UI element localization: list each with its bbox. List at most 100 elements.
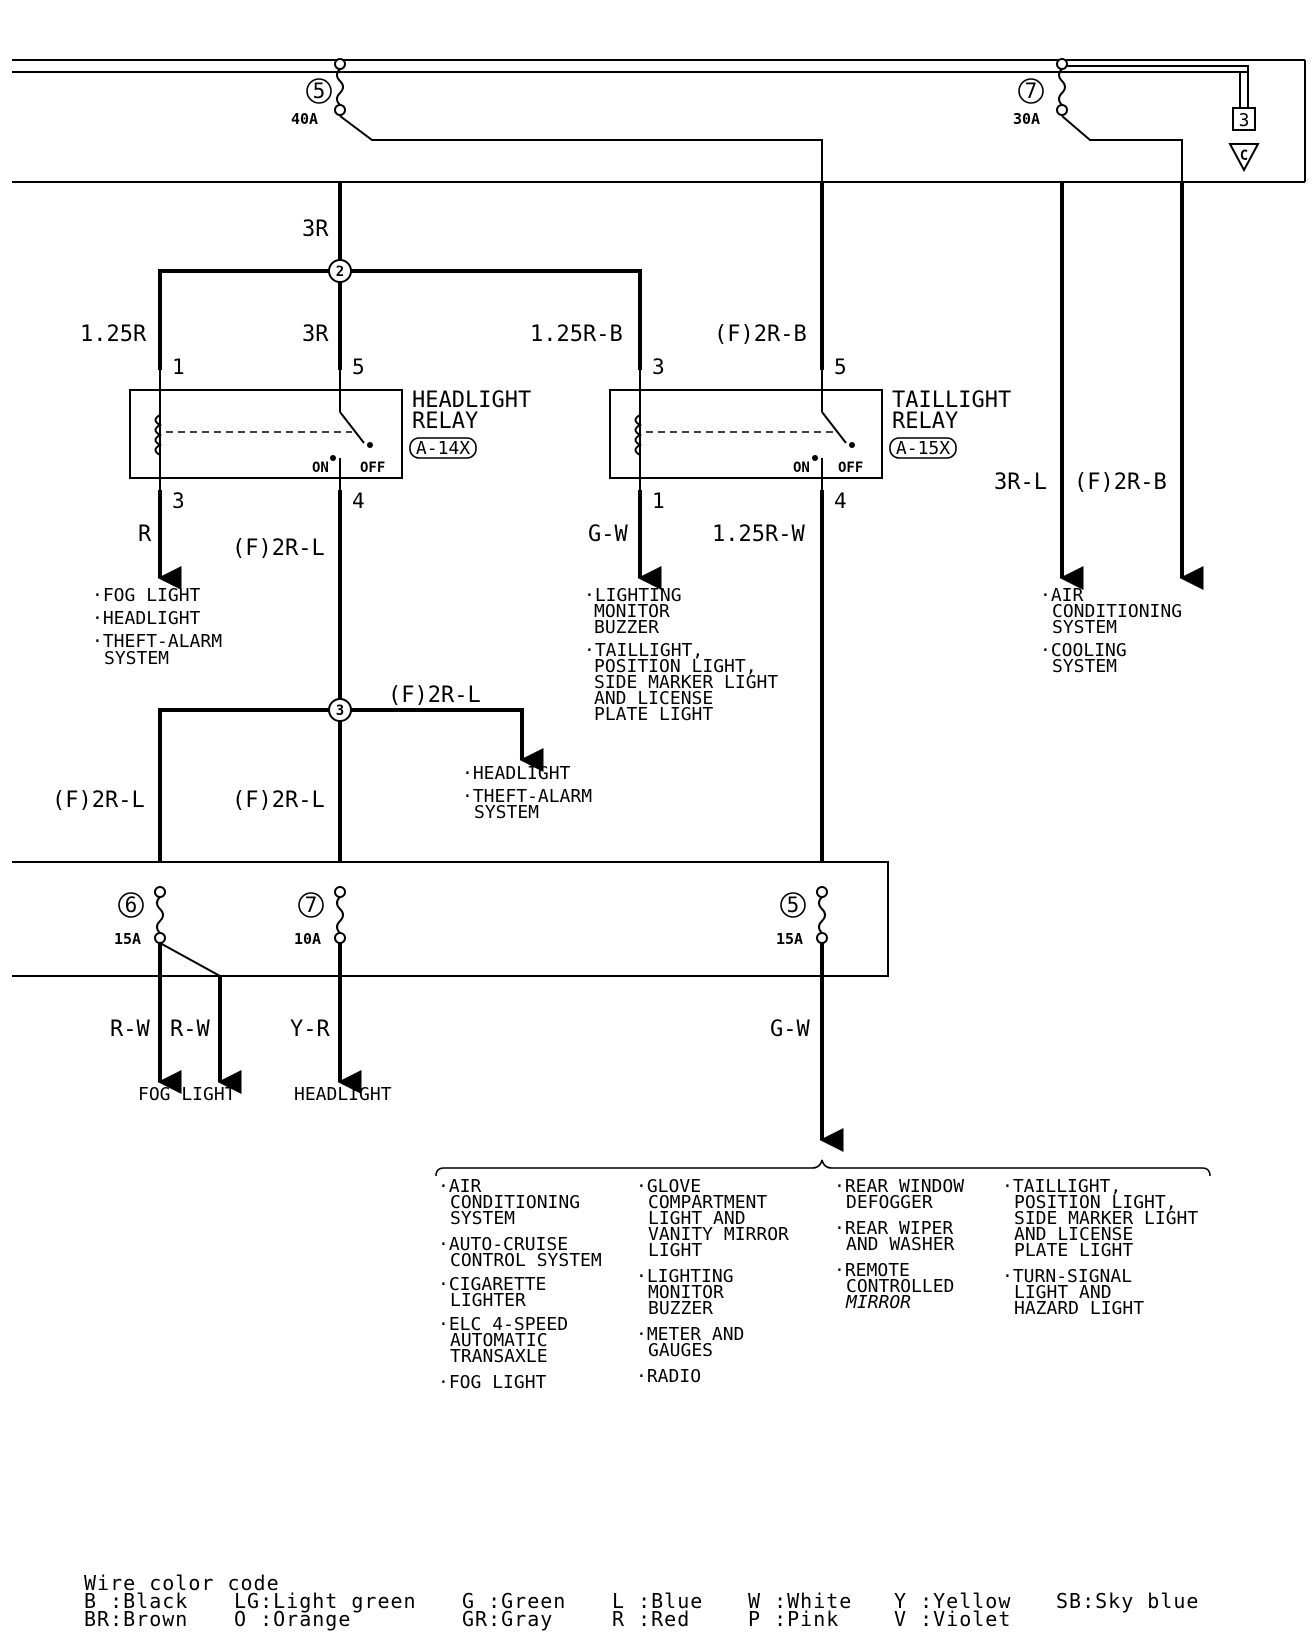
- svg-text:CONTROLLED: CONTROLLED: [846, 1276, 954, 1297]
- svg-text:BR:Brown: BR:Brown: [84, 1607, 188, 1631]
- svg-text:2: 2: [336, 264, 344, 280]
- relay-pin: 5: [352, 355, 365, 379]
- svg-text:GAUGES: GAUGES: [648, 1340, 713, 1361]
- svg-text:·REAR WIPER: ·REAR WIPER: [834, 1218, 953, 1239]
- fuse-number: 6: [125, 893, 138, 917]
- wire-label-j3-mid: (F)2R-L: [232, 788, 325, 813]
- wire-label-f-2r-l: (F)2R-L: [232, 536, 325, 561]
- relay-pin: 3: [652, 355, 665, 379]
- svg-text:MIRROR: MIRROR: [845, 1292, 911, 1313]
- fuse-number: 5: [787, 893, 800, 917]
- fuse-number: 5: [313, 79, 326, 103]
- svg-text:LIGHT AND: LIGHT AND: [648, 1208, 746, 1229]
- svg-text:SIDE MARKER LIGHT: SIDE MARKER LIGHT: [1014, 1208, 1198, 1229]
- brace: [435, 1159, 1211, 1177]
- svg-text:VANITY MIRROR: VANITY MIRROR: [648, 1224, 789, 1245]
- svg-text:TRANSAXLE: TRANSAXLE: [450, 1346, 548, 1367]
- relay-pin: 4: [352, 489, 365, 513]
- svg-text:GR:Gray: GR:Gray: [462, 1607, 553, 1631]
- dest-label: ·HEADLIGHT: [92, 608, 201, 629]
- svg-text:V :Violet: V :Violet: [894, 1607, 1011, 1631]
- wire-label-1.25r: 1.25R: [80, 322, 147, 347]
- relay-pin: 4: [834, 489, 847, 513]
- relay-name: HEADLIGHT: [412, 388, 531, 413]
- dest-label: ·COOLING: [1040, 640, 1127, 661]
- wire-label-f-2r-b-right: (F)2R-B: [1074, 470, 1167, 495]
- junction-3: 3: [328, 698, 352, 722]
- relay-code: A-15X: [896, 438, 950, 459]
- relay-name: RELAY: [412, 409, 478, 434]
- svg-text:PLATE LIGHT: PLATE LIGHT: [1014, 1240, 1133, 1261]
- svg-text:·METER AND: ·METER AND: [636, 1324, 744, 1345]
- svg-text:MONITOR: MONITOR: [648, 1282, 724, 1303]
- headlight-relay: ON OFF 1 5 3 4 HEADLIGHT RELAY A-14X: [129, 355, 531, 513]
- fuse-rating: 10A: [294, 930, 321, 948]
- dest-label: BUZZER: [594, 617, 659, 638]
- svg-text:·AIR: ·AIR: [438, 1176, 482, 1197]
- wire-label-g-w: G-W: [588, 522, 628, 547]
- svg-text:·FOG LIGHT: ·FOG LIGHT: [438, 1372, 547, 1393]
- wire-label-f-2r-b: (F)2R-B: [714, 322, 807, 347]
- svg-text:POSITION LIGHT,: POSITION LIGHT,: [1014, 1192, 1177, 1213]
- dest-label: ·HEADLIGHT: [462, 763, 571, 784]
- wire-label-r-w: R-W: [110, 1017, 150, 1042]
- svg-text:·ELC 4-SPEED: ·ELC 4-SPEED: [438, 1314, 568, 1335]
- dest-headlight: HEADLIGHT: [294, 1084, 392, 1105]
- svg-text:·AUTO-CRUISE: ·AUTO-CRUISE: [438, 1234, 568, 1255]
- wire-color-legend: Wire color code B :Black BR:Brown LG:Lig…: [84, 1571, 1199, 1631]
- dest-label: SYSTEM: [474, 802, 539, 823]
- wire-label-3r: 3R: [302, 217, 329, 242]
- fusible-link-5: 5 40A: [291, 58, 346, 128]
- dest-label: MONITOR: [594, 601, 670, 622]
- wire-label-g-w-out: G-W: [770, 1017, 810, 1042]
- fuse-6: 6 15A: [114, 886, 166, 948]
- relay-pin: 1: [652, 489, 665, 513]
- svg-text:LG:Light green: LG:Light green: [234, 1589, 417, 1613]
- fuse-rating: 15A: [776, 930, 803, 948]
- svg-text:LIGHT AND: LIGHT AND: [1014, 1282, 1112, 1303]
- relay-pin: 1: [172, 355, 185, 379]
- wire-label-3r-relay: 3R: [302, 322, 329, 347]
- wire-label-1.25r-w: 1.25R-W: [712, 522, 805, 547]
- svg-text:LIGHT: LIGHT: [648, 1240, 702, 1261]
- dest-label: ·FOG LIGHT: [92, 585, 201, 606]
- wire-label-y-r: Y-R: [290, 1017, 330, 1042]
- dest-label: ·LIGHTING: [584, 585, 682, 606]
- svg-text:·TURN-SIGNAL: ·TURN-SIGNAL: [1002, 1266, 1132, 1287]
- svg-text:·TAILLIGHT,: ·TAILLIGHT,: [1002, 1176, 1121, 1197]
- svg-text:Y :Yellow: Y :Yellow: [894, 1589, 1011, 1613]
- svg-text:SB:Sky blue: SB:Sky blue: [1056, 1589, 1199, 1613]
- svg-text:LIGHTER: LIGHTER: [450, 1290, 526, 1311]
- dest-label: AND LICENSE: [594, 688, 713, 709]
- svg-text:AND LICENSE: AND LICENSE: [1014, 1224, 1133, 1245]
- wire-label-j3-branch: (F)2R-L: [388, 683, 481, 708]
- dest-label: SYSTEM: [1052, 656, 1117, 677]
- dest-label: POSITION LIGHT,: [594, 656, 757, 677]
- svg-text:W :White: W :White: [748, 1589, 852, 1613]
- relay-pin: 3: [172, 489, 185, 513]
- svg-text:HAZARD LIGHT: HAZARD LIGHT: [1014, 1298, 1144, 1319]
- relay-pin: 5: [834, 355, 847, 379]
- fuse-rating: 40A: [291, 110, 318, 128]
- dest-label: ·THEFT-ALARM: [92, 631, 222, 652]
- svg-text:B :Black: B :Black: [84, 1589, 188, 1613]
- svg-text:CONTROL SYSTEM: CONTROL SYSTEM: [450, 1250, 602, 1271]
- svg-text:·REAR WINDOW: ·REAR WINDOW: [834, 1176, 964, 1197]
- svg-text:3: 3: [336, 703, 344, 719]
- svg-text:L :Blue: L :Blue: [612, 1589, 703, 1613]
- dest-label: PLATE LIGHT: [594, 704, 713, 725]
- dest-label: ·THEFT-ALARM: [462, 786, 592, 807]
- svg-text:·REMOTE: ·REMOTE: [834, 1260, 910, 1281]
- connector-3: 3 C: [1228, 107, 1260, 173]
- svg-text:O :Orange: O :Orange: [234, 1607, 351, 1631]
- wire-label-1.25r-b: 1.25R-B: [530, 322, 623, 347]
- wire-label-r-w: R-W: [170, 1017, 210, 1042]
- dest-label: SIDE MARKER LIGHT: [594, 672, 778, 693]
- dest-label: SYSTEM: [1052, 617, 1117, 638]
- relay-code: A-14X: [416, 438, 470, 459]
- dest-label: SYSTEM: [104, 648, 169, 669]
- svg-text:·RADIO: ·RADIO: [636, 1366, 701, 1387]
- taillight-relay: ON OFF 3 5 1 4 TAILLIGHT RELAY A-15X: [609, 355, 1011, 513]
- top-fuse-box: [12, 59, 1306, 183]
